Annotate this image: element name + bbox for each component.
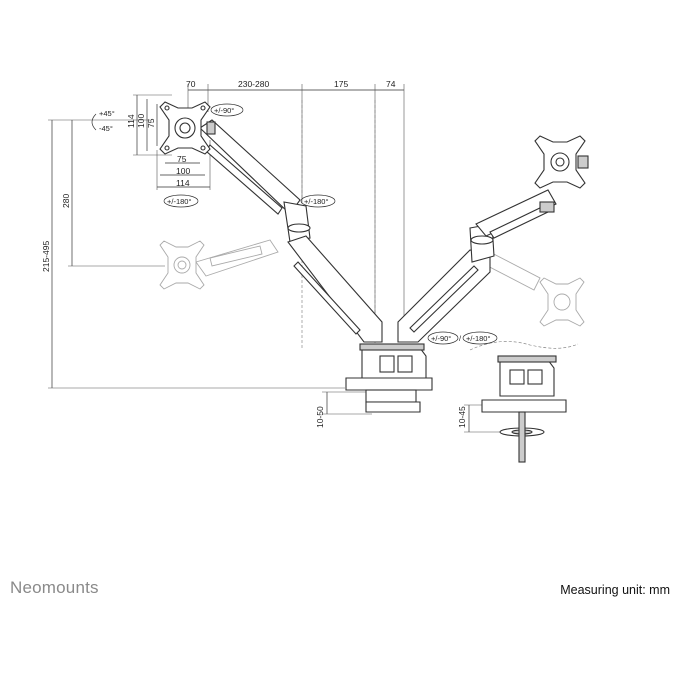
right-vesa-plate — [534, 135, 589, 189]
dim-clamp-10-50: 10-50 — [315, 406, 325, 428]
right-arm-lowered-ghost — [479, 249, 585, 327]
rotate-arrow-icon — [462, 331, 498, 345]
left-vesa-plate — [159, 101, 216, 155]
dim-vesa-75-horizontal: 75 — [177, 154, 187, 164]
dim-vesa-100-horizontal: 100 — [176, 166, 190, 176]
desk-clamp-base — [345, 343, 433, 413]
grommet-mount-detail — [469, 341, 579, 463]
dim-top-175: 175 — [334, 79, 348, 89]
tilt-arrow-icon — [91, 113, 97, 131]
rot-tilt-down: -45° — [99, 124, 113, 133]
rot-180-left: +/-180° — [167, 197, 191, 206]
dim-top-74: 74 — [386, 79, 396, 89]
dim-vesa-75-vertical: 75 — [146, 118, 156, 128]
rot-180-mid: +/-180° — [304, 197, 328, 206]
left-monitor-arm — [199, 119, 383, 343]
dim-top-70: 70 — [186, 79, 196, 89]
dim-height-280: 280 — [61, 194, 71, 208]
dim-vesa-114-horizontal: 114 — [176, 178, 190, 188]
dim-vesa-114-vertical: 114 — [126, 114, 136, 128]
rotate-arrow-icon — [427, 331, 459, 345]
dim-grommet-10-45: 10-45 — [457, 406, 467, 428]
rot-swivel-90-bottom: +/-90° — [431, 334, 451, 343]
brand-logo-text: Neomounts — [10, 578, 99, 597]
dim-height-215-495: 215-495 — [41, 241, 51, 272]
rotate-arrow-icon — [163, 194, 199, 208]
right-monitor-arm — [397, 189, 557, 343]
dimension-labels: 70 230-280 175 74 114 100 75 75 100 114 … — [41, 79, 467, 428]
dim-top-230-280: 230-280 — [238, 79, 269, 89]
rot-swivel-90-top: +/-90° — [214, 106, 234, 115]
rotation-labels: +45° -45° +/-90° +/-180° +/-180° +/-90° … — [91, 103, 498, 345]
rot-180-bottom: +/-180° — [466, 334, 490, 343]
rot-tilt-up: +45° — [99, 109, 115, 118]
rot-separator: / — [459, 334, 462, 343]
measuring-unit-note: Measuring unit: mm — [560, 583, 670, 597]
dimension-lines — [48, 84, 505, 433]
rotate-arrow-icon — [300, 194, 336, 208]
dim-vesa-100-vertical: 100 — [136, 114, 146, 128]
left-arm-lowered-ghost — [159, 239, 279, 290]
rotate-arrow-icon — [210, 103, 244, 117]
